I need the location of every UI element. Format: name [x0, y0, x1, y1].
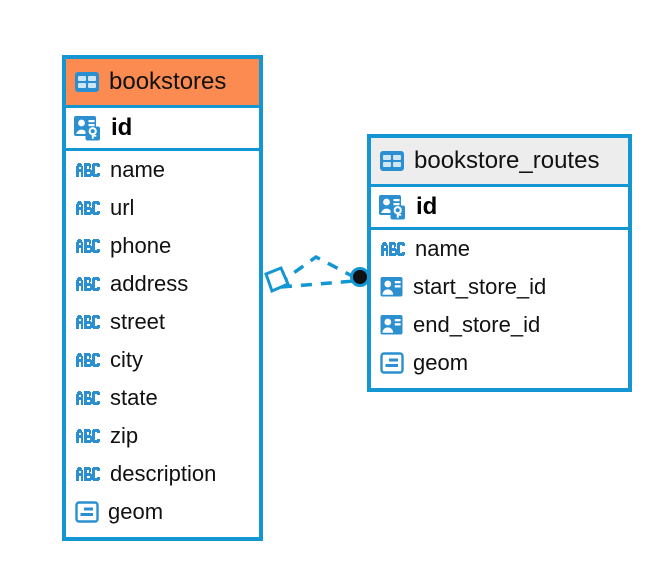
relationship-line-upper [276, 254, 357, 286]
filled-circle-marker [350, 267, 370, 287]
text-type-icon [75, 390, 101, 406]
diamond-marker [264, 266, 290, 294]
text-type-icon [75, 352, 101, 368]
table-icon [74, 71, 100, 93]
entity-bookstores[interactable]: bookstores id [62, 55, 263, 541]
field-label: zip [110, 423, 139, 448]
field-row[interactable]: phone [66, 227, 259, 265]
field-label: state [110, 385, 158, 410]
field-row[interactable]: street [66, 303, 259, 341]
primary-key-icon [74, 115, 102, 141]
field-label: city [110, 347, 143, 372]
foreign-key-icon [380, 276, 404, 298]
text-type-icon [380, 241, 406, 257]
primary-key-row[interactable]: id [371, 184, 628, 230]
field-label: description [110, 461, 217, 486]
field-row[interactable]: start_store_id [371, 268, 628, 306]
field-label: url [110, 195, 135, 220]
text-type-icon [75, 428, 101, 444]
field-row[interactable]: name [371, 230, 628, 268]
entity-title: bookstores [109, 68, 227, 95]
geometry-type-icon [75, 501, 99, 523]
field-list-padding [66, 531, 259, 537]
field-row[interactable]: state [66, 379, 259, 417]
field-label: geom [108, 499, 164, 524]
field-list-padding [371, 382, 628, 388]
field-label: id [416, 193, 438, 220]
field-list-bookstore-routes: name start_store_id [371, 230, 628, 388]
field-list-bookstores: name url [66, 151, 259, 537]
text-type-icon [75, 200, 101, 216]
foreign-key-icon [380, 314, 404, 336]
field-row[interactable]: address [66, 265, 259, 303]
field-row[interactable]: name [66, 151, 259, 189]
geometry-type-icon [380, 352, 404, 374]
field-label: start_store_id [413, 274, 547, 299]
field-row[interactable]: end_store_id [371, 306, 628, 344]
entity-bookstore-routes[interactable]: bookstore_routes id [367, 134, 632, 392]
field-label: address [110, 271, 189, 296]
text-type-icon [75, 466, 101, 482]
field-row[interactable]: description [66, 455, 259, 493]
primary-key-icon [379, 194, 407, 220]
field-row[interactable]: zip [66, 417, 259, 455]
field-label: name [415, 236, 471, 261]
field-row[interactable]: city [66, 341, 259, 379]
entity-header-bookstores[interactable]: bookstores [66, 59, 259, 105]
field-row[interactable]: geom [371, 344, 628, 382]
field-label: end_store_id [413, 312, 541, 337]
field-label: phone [110, 233, 172, 258]
entity-header-bookstore-routes[interactable]: bookstore_routes [371, 138, 628, 184]
entity-title: bookstore_routes [414, 147, 600, 174]
primary-key-row[interactable]: id [66, 105, 259, 151]
field-label: geom [413, 350, 469, 375]
field-row[interactable]: url [66, 189, 259, 227]
text-type-icon [75, 314, 101, 330]
field-row[interactable]: geom [66, 493, 259, 531]
field-label: street [110, 309, 166, 334]
text-type-icon [75, 276, 101, 292]
text-type-icon [75, 238, 101, 254]
table-icon [379, 150, 405, 172]
text-type-icon [75, 162, 101, 178]
field-label: id [111, 114, 133, 141]
field-label: name [110, 157, 166, 182]
relationship-line-lower [280, 279, 355, 289]
